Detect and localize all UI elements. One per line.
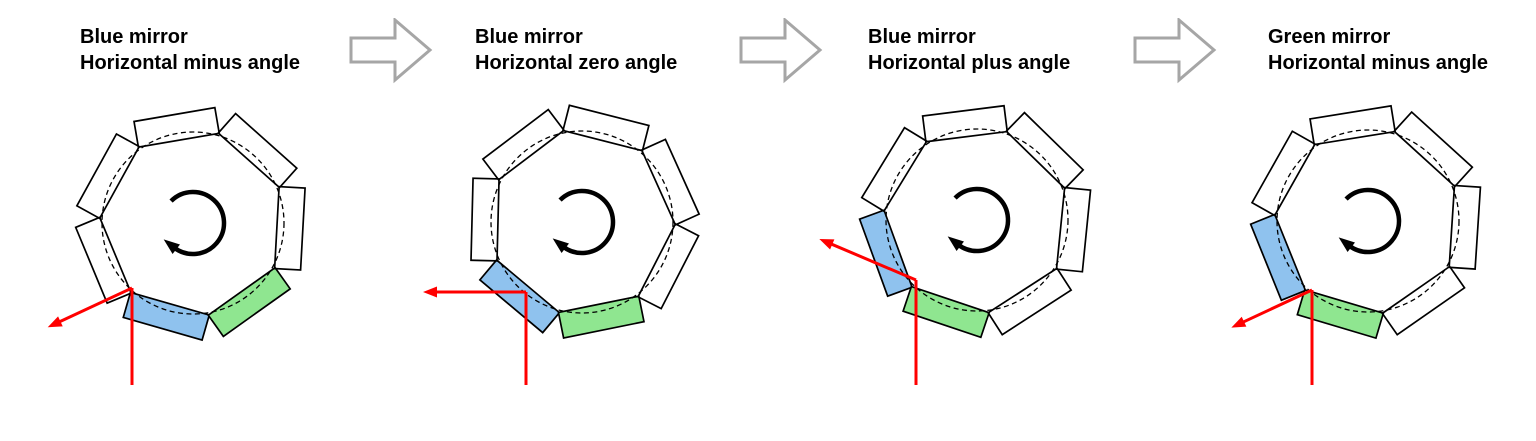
flow-arrow-shape [349, 18, 433, 84]
green-mirror-facet-rect [557, 295, 645, 339]
mirror-facet-rect [133, 106, 221, 149]
rotation-arrow-icon [552, 188, 616, 256]
laser-beam-arrowhead [423, 286, 437, 298]
mirror-facet [921, 104, 1009, 143]
panel-4-title: Green mirror Horizontal minus angle [1268, 24, 1488, 76]
blue-mirror-facet [122, 291, 211, 342]
mirror-facet [133, 106, 221, 149]
mirror-facet [1250, 130, 1317, 217]
rotation-arrowhead [552, 238, 569, 254]
green-mirror-facet-rect [902, 285, 991, 339]
flow-arrow-icon [1133, 18, 1217, 84]
mirror-facet [1309, 104, 1397, 146]
blue-mirror-facet [1249, 213, 1307, 302]
mirror-facet [1392, 110, 1474, 188]
title-line1: Blue mirror [475, 26, 583, 48]
laser-beam-reflected [52, 286, 133, 327]
green-mirror-facet-rect [207, 266, 292, 338]
mirror-facet [860, 126, 928, 213]
mirror-facet-rect [986, 267, 1073, 336]
mirror-facet [481, 108, 566, 181]
mirror-facet-rect [273, 185, 306, 271]
laser-beam-arrowhead [819, 238, 835, 250]
mirror-facet-rect [636, 222, 700, 310]
flow-arrow-icon [739, 18, 823, 84]
blue-mirror-facet-rect [122, 291, 211, 342]
title-line1: Blue mirror [868, 26, 976, 48]
blue-mirror-facet [478, 258, 561, 334]
mirror-facet-rect [1055, 186, 1092, 273]
blue-mirror-facet [858, 209, 914, 298]
mirror-facet-rect [640, 138, 701, 226]
mirror-facet [986, 267, 1073, 336]
mirror-facet-rect [75, 132, 141, 220]
mirror-facet-rect [217, 112, 299, 189]
title-line2: Horizontal zero angle [475, 52, 678, 74]
mirror-facet-rect [1448, 184, 1482, 270]
title-line2: Horizontal plus angle [868, 52, 1071, 74]
blue-mirror-facet-rect [1249, 213, 1307, 302]
polygon-mirror-panel-4 [1231, 104, 1482, 385]
blue-mirror-facet-rect [858, 209, 914, 298]
laser-beam-reflected [1236, 288, 1313, 327]
title-line2: Horizontal minus angle [80, 52, 301, 74]
green-mirror-facet [207, 266, 292, 338]
pitch-circle-dashed [490, 130, 674, 314]
mirror-facet [75, 132, 141, 220]
rotation-arrowhead [947, 236, 964, 252]
mirror-facet-rect [1381, 265, 1466, 336]
mirror-facet [1448, 184, 1482, 270]
mirror-facet [1005, 111, 1085, 190]
mirror-facet-rect [921, 104, 1009, 143]
title-line1: Blue mirror [80, 26, 188, 48]
mirror-facet-rect [470, 177, 500, 262]
mirror-facet [217, 112, 299, 189]
polygon-mirror-panel-1 [47, 106, 306, 385]
laser-beam-reflected [824, 239, 917, 282]
flow-arrow-shape [1133, 18, 1217, 84]
pitch-circle-dashed [101, 131, 285, 315]
title-line2: Horizontal minus angle [1268, 52, 1489, 74]
title-line1: Green mirror [1268, 26, 1391, 48]
mirror-facet [470, 177, 500, 262]
green-mirror-facet [902, 285, 991, 339]
green-mirror-facet [557, 295, 645, 339]
laser-beam-arrowhead [47, 316, 63, 328]
panel-3-title: Blue mirror Horizontal plus angle [868, 24, 1070, 76]
mirror-facet [636, 222, 700, 310]
green-mirror-facet-rect [1296, 288, 1385, 340]
mirror-facet-rect [74, 216, 133, 305]
flow-arrow-icon [349, 18, 433, 84]
rotation-arrow-icon [947, 186, 1011, 254]
mirror-facet [273, 185, 306, 271]
panel-1-title: Blue mirror Horizontal minus angle [80, 24, 300, 76]
mirror-facet-rect [481, 108, 566, 181]
mirror-facet-rect [860, 126, 928, 213]
mirror-facet [561, 104, 650, 152]
panel-2-title: Blue mirror Horizontal zero angle [475, 24, 677, 76]
rotation-arrow-icon [163, 189, 227, 257]
mirror-facet [74, 216, 133, 305]
polygon-mirror-panel-2 [423, 104, 701, 385]
pitch-circle-dashed [1276, 129, 1460, 313]
mirror-facet-rect [1250, 130, 1317, 217]
mirror-facet-rect [1392, 110, 1474, 188]
rotation-arrowhead [163, 239, 180, 255]
mirror-facet [640, 138, 701, 226]
blue-mirror-facet-rect [478, 258, 561, 334]
flow-arrow-shape [739, 18, 823, 84]
rotation-arrowhead [1338, 237, 1355, 253]
pitch-circle-dashed [885, 128, 1069, 312]
mirror-facet [1381, 265, 1466, 336]
mirror-facet-rect [561, 104, 650, 152]
mirror-facet-rect [1005, 111, 1085, 190]
laser-beam-arrowhead [1231, 316, 1247, 328]
mirror-facet-rect [1309, 104, 1397, 146]
green-mirror-facet [1296, 288, 1385, 340]
polygon-mirror-panel-3 [819, 104, 1092, 385]
mirror-facet [1055, 186, 1092, 273]
rotation-arrow-icon [1338, 187, 1402, 255]
